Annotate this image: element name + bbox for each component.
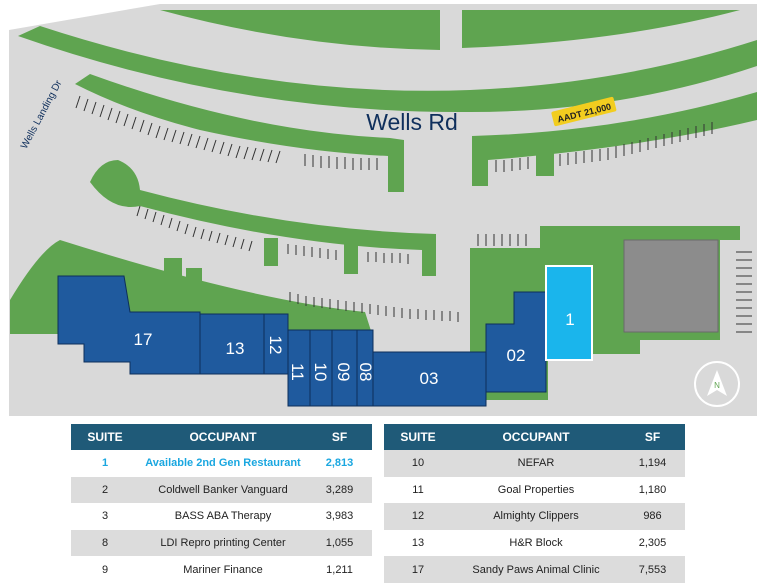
cell-sf: 1,211 (307, 556, 372, 583)
grass-median-top-left (160, 10, 440, 50)
outparcel-building (623, 239, 719, 333)
cell-suite: 1 (71, 450, 139, 477)
suite-02-label: 02 (507, 346, 526, 365)
cell-occupant: Coldwell Banker Vanguard (139, 476, 307, 504)
table-row: 11 Goal Properties 1,180 (384, 476, 685, 504)
grass-stub-low-2 (186, 268, 202, 298)
table-row: 3 BASS ABA Therapy 3,983 (71, 503, 372, 530)
cell-occupant: Available 2nd Gen Restaurant (139, 450, 307, 477)
tenant-table-right: SUITE OCCUPANT SF 10 NEFAR 1,194 11 Goal… (384, 424, 685, 583)
cell-suite: 8 (71, 529, 139, 557)
suite-12-building[interactable] (263, 313, 289, 375)
cell-occupant: BASS ABA Therapy (139, 503, 307, 530)
suite-03-building[interactable] (372, 351, 487, 407)
north-arrow-icon: N (694, 361, 740, 407)
suite-13-building[interactable] (199, 313, 265, 375)
suite-13-label: 13 (226, 339, 245, 358)
cell-sf: 2,305 (620, 529, 685, 557)
header-sf: SF (307, 424, 372, 450)
suite-09-label: 09 (334, 363, 353, 382)
cell-suite: 9 (71, 556, 139, 583)
suite-11-label: 11 (288, 363, 307, 381)
suite-17-building[interactable] (57, 275, 201, 375)
header-suite: SUITE (71, 424, 139, 450)
suite-03-label: 03 (420, 369, 439, 388)
site-map: 17 13 12 11 10 09 08 03 02 1 Wells Rd AA… (9, 4, 757, 416)
cell-sf: 1,194 (620, 450, 685, 477)
cell-sf: 3,289 (307, 476, 372, 504)
grass-median-top-right (462, 10, 740, 48)
suite-10-label: 10 (311, 363, 330, 382)
suite-1-label: 1 (565, 310, 574, 329)
cell-sf: 1,055 (307, 529, 372, 557)
cell-sf: 986 (620, 503, 685, 530)
road-label: Wells Rd (366, 109, 458, 135)
cell-occupant: Almighty Clippers (452, 503, 620, 530)
table-row: 1 Available 2nd Gen Restaurant 2,813 (71, 450, 372, 477)
header-occupant: OCCUPANT (452, 424, 620, 450)
grass-island-middle (90, 160, 436, 276)
cell-occupant: LDI Repro printing Center (139, 529, 307, 557)
table-row: 9 Mariner Finance 1,211 (71, 556, 372, 583)
cell-suite: 11 (384, 476, 452, 504)
table-row: 13 H&R Block 2,305 (384, 529, 685, 557)
cell-suite: 12 (384, 503, 452, 530)
cell-suite: 13 (384, 529, 452, 557)
grass-stub-mid-1 (264, 238, 278, 266)
grass-median-road (18, 26, 757, 113)
header-suite: SUITE (384, 424, 452, 450)
grass-stub-right (536, 140, 554, 176)
parking-stripes (75, 95, 752, 333)
suite-1-building[interactable] (545, 265, 593, 361)
cell-occupant: Goal Properties (452, 476, 620, 504)
grass-stub-low-1 (164, 258, 182, 282)
cell-sf: 7,553 (620, 556, 685, 583)
cell-occupant: Sandy Paws Animal Clinic (452, 556, 620, 583)
tenant-table-left: SUITE OCCUPANT SF 1 Available 2nd Gen Re… (71, 424, 372, 583)
suite-17-label: 17 (134, 330, 153, 349)
cell-sf: 1,180 (620, 476, 685, 504)
cell-suite: 2 (71, 476, 139, 504)
table-row: 10 NEFAR 1,194 (384, 450, 685, 477)
cell-sf: 2,813 (307, 450, 372, 477)
cell-suite: 10 (384, 450, 452, 477)
table-row: 8 LDI Repro printing Center 1,055 (71, 529, 372, 557)
cell-occupant: NEFAR (452, 450, 620, 477)
table-row: 17 Sandy Paws Animal Clinic 7,553 (384, 556, 685, 583)
suite-12-label: 12 (266, 336, 285, 355)
header-sf: SF (620, 424, 685, 450)
table-row: 12 Almighty Clippers 986 (384, 503, 685, 530)
grass-island-upper-left (75, 74, 404, 192)
cell-suite: 3 (71, 503, 139, 530)
suite-08-label: 08 (356, 363, 375, 382)
table-row: 2 Coldwell Banker Vanguard 3,289 (71, 476, 372, 504)
header-occupant: OCCUPANT (139, 424, 307, 450)
cell-occupant: Mariner Finance (139, 556, 307, 583)
suite-09-building[interactable] (331, 329, 358, 407)
cell-sf: 3,983 (307, 503, 372, 530)
cell-occupant: H&R Block (452, 529, 620, 557)
grass-stub-mid-2 (344, 244, 358, 274)
svg-text:N: N (714, 381, 720, 390)
grass-island-upper-right (472, 92, 757, 186)
cell-suite: 17 (384, 556, 452, 583)
